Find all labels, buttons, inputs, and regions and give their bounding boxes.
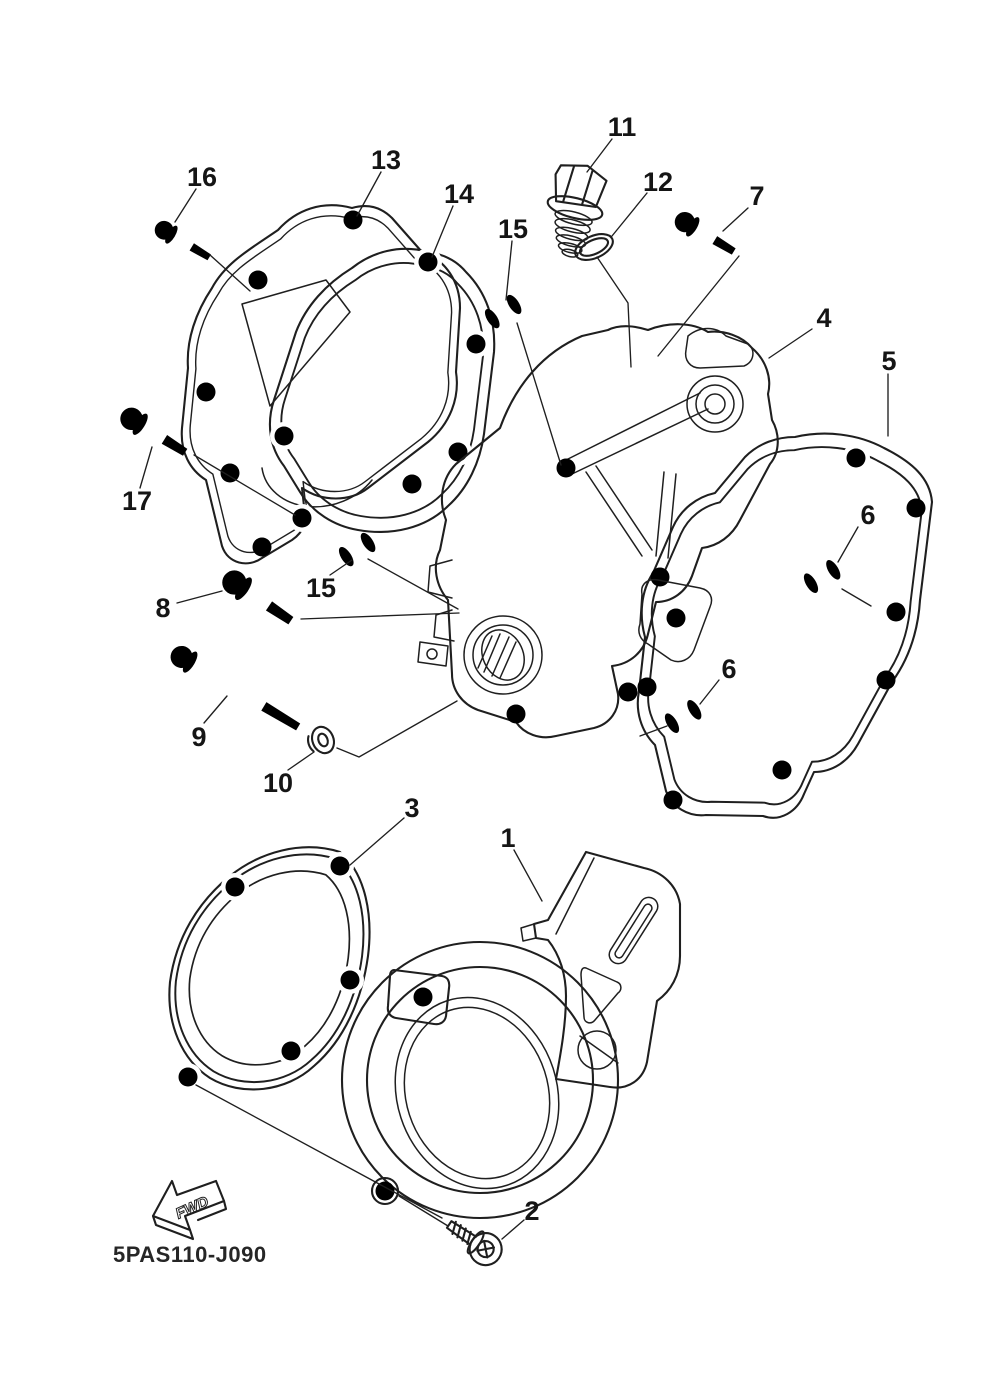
callout-9: 9 xyxy=(191,722,206,752)
callout-2: 2 xyxy=(524,1196,539,1226)
callout-13: 13 xyxy=(371,145,401,175)
flange-bolt-part8 xyxy=(216,564,299,632)
flange-bolt-part9 xyxy=(165,640,305,738)
screw-part2 xyxy=(445,1220,503,1267)
callout-7: 7 xyxy=(749,181,764,211)
callout-10: 10 xyxy=(263,768,293,798)
callout-6-upper: 6 xyxy=(860,500,875,530)
callout-8: 8 xyxy=(155,593,170,623)
callout-6-lower: 6 xyxy=(721,654,736,684)
o-ring-part12 xyxy=(574,233,614,261)
washer-part10 xyxy=(307,725,336,755)
callout-11: 11 xyxy=(608,112,637,142)
callout-14: 14 xyxy=(444,179,474,209)
gasket-part14 xyxy=(268,247,496,533)
callout-3: 3 xyxy=(404,793,419,823)
callout-labels: 16 13 14 15 11 12 7 4 5 6 6 17 8 15 9 10… xyxy=(122,112,897,1226)
callout-15-mid: 15 xyxy=(306,573,336,603)
flange-bolt-part17 xyxy=(115,402,192,463)
collar-part6-lower xyxy=(662,697,705,736)
drain-plug-part11 xyxy=(546,164,608,258)
collar-part15-mid xyxy=(336,530,379,569)
callout-5: 5 xyxy=(881,346,896,376)
callout-4: 4 xyxy=(816,303,831,333)
gasket-part5 xyxy=(636,432,934,819)
callout-1: 1 xyxy=(500,823,515,853)
gasket-part3 xyxy=(168,846,371,1091)
callout-17: 17 xyxy=(122,486,152,516)
part-code: 5PAS110-J090 xyxy=(113,1242,267,1267)
crankcase-part4 xyxy=(417,323,779,739)
collar-part6-upper xyxy=(801,557,844,596)
callout-15-top: 15 xyxy=(498,214,528,244)
callout-16: 16 xyxy=(187,162,217,192)
flange-bolt-part16 xyxy=(150,216,215,267)
callout-12: 12 xyxy=(643,167,673,197)
magneto-cover-part1 xyxy=(340,850,682,1220)
fwd-arrow-icon: FWD xyxy=(151,1179,228,1241)
fwd-label: FWD xyxy=(173,1193,211,1222)
flange-bolt-part7 xyxy=(670,207,740,261)
leader-lines xyxy=(139,138,889,1240)
